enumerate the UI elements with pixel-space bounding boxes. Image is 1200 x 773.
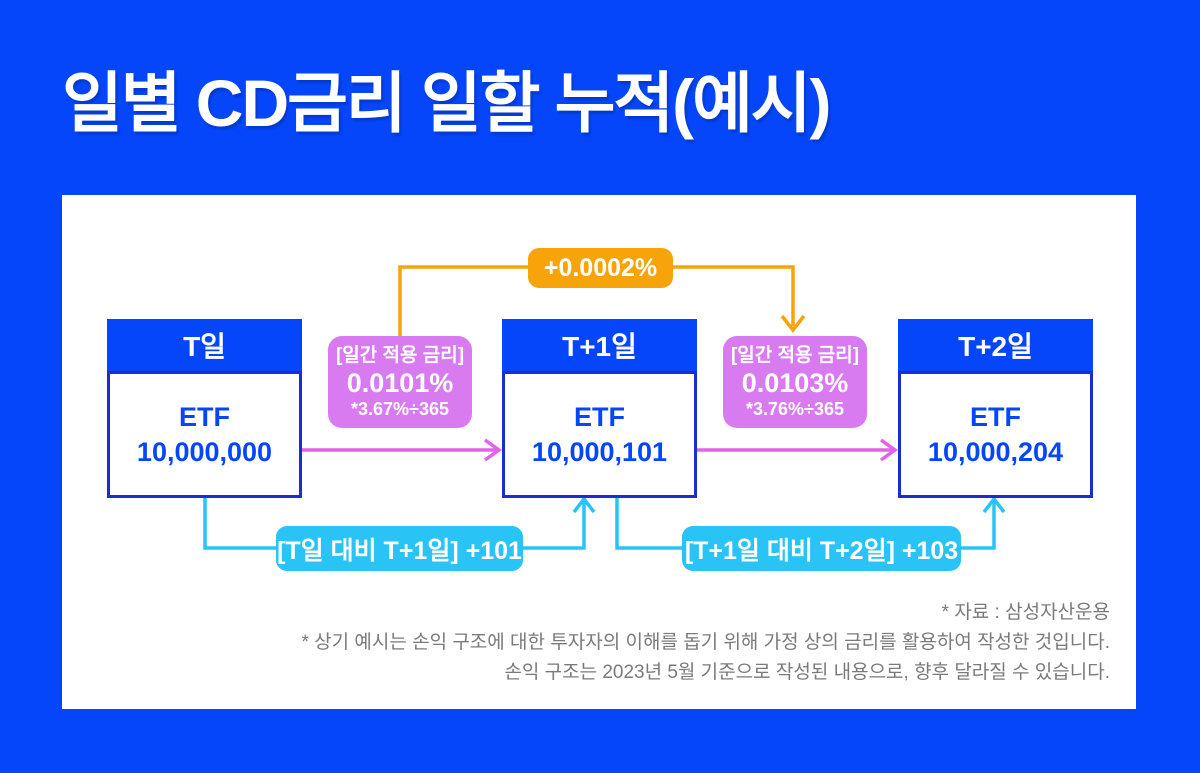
day-box-t-header: T일 (107, 319, 302, 371)
footnote-source: * 자료 : 삼성자산운용 (941, 602, 1110, 623)
daily-rate-title: [일간 적용 금리] (335, 344, 465, 366)
orange-arrowhead-down-icon (780, 314, 806, 333)
etf-value: 10,000,204 (927, 436, 1064, 467)
magenta-arrowhead-1-icon (483, 438, 503, 462)
etf-value: 10,000,000 (136, 436, 273, 467)
footnotes: * 자료 : 삼성자산운용 * 상기 예시는 손익 구조에 대한 투자자의 이해… (210, 598, 1110, 688)
footnote-note2: 손익 구조는 2023년 5월 기준으로 작성된 내용으로, 향후 달라질 수 … (504, 662, 1110, 683)
orange-connector-right (673, 265, 795, 326)
daily-rate-value: 0.0101% (346, 367, 454, 398)
daily-rate-formula: *3.76%÷365 (746, 398, 844, 419)
delta-badge-2: [T+1일 대비 T+2일] +103 (682, 526, 961, 571)
etf-label: ETF (970, 401, 1021, 432)
daily-rate-box-1: [일간 적용 금리] 0.0101% *3.67%÷365 (328, 336, 472, 428)
etf-label: ETF (179, 401, 230, 432)
cyan-connector-1-right (521, 501, 586, 550)
day-box-t1-body: ETF 10,000,101 (502, 371, 697, 498)
day-box-t1: T+1일 ETF 10,000,101 (502, 319, 697, 498)
cyan-arrowhead-up-2-icon (982, 496, 1006, 514)
cyan-arrowhead-up-1-icon (572, 496, 596, 514)
cyan-connector-2-left (615, 495, 684, 550)
content-panel: T일 ETF 10,000,000 T+1일 ETF 10,000,101 T+… (62, 195, 1136, 709)
daily-rate-value: 0.0103% (741, 367, 849, 398)
footnote-note1: * 상기 예시는 손익 구조에 대한 투자자의 이해를 돕기 위해 가정 상의 … (301, 632, 1110, 653)
day-box-t2-header: T+2일 (898, 319, 1093, 371)
magenta-arrowhead-2-icon (879, 438, 899, 462)
etf-label: ETF (574, 401, 625, 432)
day-box-t2: T+2일 ETF 10,000,204 (898, 319, 1093, 498)
day-box-t1-header: T+1일 (502, 319, 697, 371)
page-title: 일별 CD금리 일할 누적(예시) (62, 66, 832, 140)
daily-rate-box-2: [일간 적용 금리] 0.0103% *3.76%÷365 (723, 336, 867, 428)
orange-connector-left (398, 265, 528, 336)
connector-layer (203, 265, 1006, 550)
delta-badge-1: [T일 대비 T+1일] +101 (276, 526, 523, 571)
cyan-connector-1-left (203, 495, 278, 550)
etf-value: 10,000,101 (531, 436, 668, 467)
day-box-t2-body: ETF 10,000,204 (898, 371, 1093, 498)
day-box-t: T일 ETF 10,000,000 (107, 319, 302, 498)
daily-rate-title: [일간 적용 금리] (730, 344, 860, 366)
day-box-t-body: ETF 10,000,000 (107, 371, 302, 498)
rate-change-badge: +0.0002% (528, 248, 673, 288)
cyan-connector-2-right (959, 501, 996, 550)
daily-rate-formula: *3.67%÷365 (351, 398, 449, 419)
